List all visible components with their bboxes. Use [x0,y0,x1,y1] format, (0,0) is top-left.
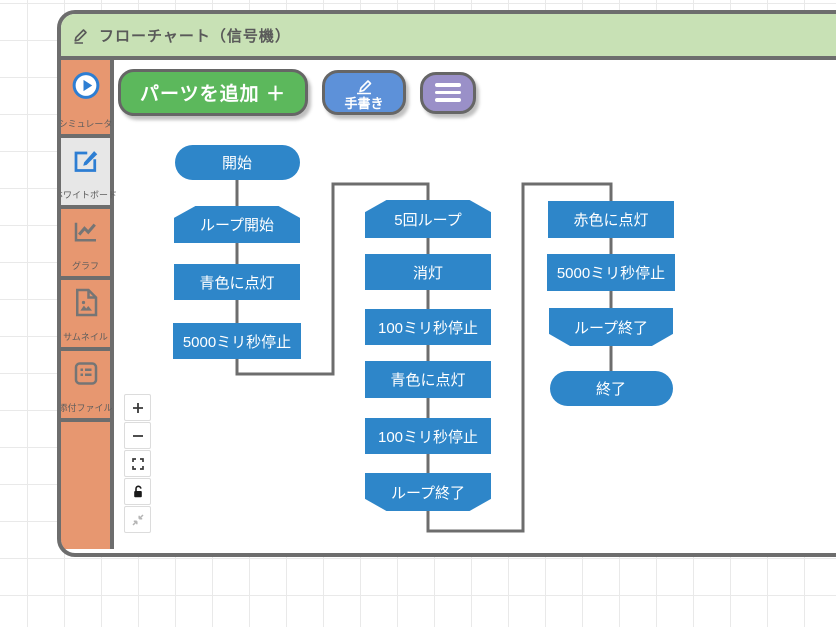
zoom-out-button[interactable] [124,422,151,449]
flow-node[interactable]: 5回ループ [365,200,491,238]
zoom-controls [124,394,151,533]
hamburger-icon [435,83,461,87]
add-parts-button[interactable]: パーツを追加 ＋ [118,69,308,116]
window-title: フローチャート（信号機） [99,27,291,45]
flow-node[interactable]: 開始 [174,145,300,180]
flow-connector [426,182,613,533]
thumbnail-icon [72,288,100,323]
whiteboard-canvas[interactable]: パーツを追加 ＋ 手書き 開始ループ開始青色に [114,60,836,549]
sidebar-item-label: ホワイトボード [57,190,118,200]
flow-node[interactable]: ループ終了 [549,308,673,346]
unlock-icon [130,484,146,500]
sidebar-filler [61,422,110,549]
flow-node[interactable]: 青色に点灯 [365,361,491,398]
flow-node[interactable]: 赤色に点灯 [548,201,674,238]
menu-button[interactable] [420,71,476,114]
fit-view-button[interactable] [124,450,151,477]
sidebar-item-label: サムネイル [63,332,108,342]
fit-icon [130,456,146,472]
play-icon [71,71,101,106]
lock-button[interactable] [124,478,151,505]
sidebar-item-label: シミュレータ [58,119,113,129]
sidebar-item-attachments[interactable]: 添付ファイル [58,351,113,418]
pencil-icon [349,76,379,96]
chart-icon [71,217,101,252]
sidebar-item-whiteboard[interactable]: ホワイトボード [61,138,117,205]
flow-node[interactable]: 終了 [549,371,673,406]
sidebar-item-label: 添付ファイル [58,403,113,413]
flow-connector [235,182,430,376]
flow-node[interactable]: ループ開始 [174,206,300,243]
window-titlebar: フローチャート（信号機） [61,14,836,60]
handwriting-label: 手書き [344,95,384,111]
canvas-toolbar: パーツを追加 ＋ 手書き [118,69,476,116]
whiteboard-icon [71,146,101,181]
zoom-in-button[interactable] [124,394,151,421]
flow-node[interactable]: 消灯 [365,254,491,290]
sidebar: シミュレータホワイトボードグラフサムネイル添付ファイル [58,60,117,549]
sidebar-item-graph[interactable]: グラフ [61,209,110,276]
sidebar-item-simulator[interactable]: シミュレータ [58,60,113,134]
flow-node[interactable]: 5000ミリ秒停止 [547,254,675,291]
sidebar-item-label: グラフ [71,261,100,271]
rename-pencil-icon[interactable] [71,25,91,45]
compress-icon [130,512,146,528]
sidebar-item-thumbnail[interactable]: サムネイル [61,280,110,347]
compress-button[interactable] [124,506,151,533]
app-window: フローチャート（信号機） シミュレータホワイトボードグラフサムネイル添付ファイル… [57,10,836,557]
minus-icon [130,428,146,444]
handwriting-button[interactable]: 手書き [322,70,406,115]
flow-node[interactable]: 100ミリ秒停止 [365,309,491,345]
list-icon [71,359,101,394]
flow-node[interactable]: 青色に点灯 [174,264,300,300]
flow-node[interactable]: 5000ミリ秒停止 [173,323,301,359]
flow-node[interactable]: ループ終了 [365,473,491,511]
plus-icon [130,400,146,416]
flow-node[interactable]: 100ミリ秒停止 [365,418,491,454]
